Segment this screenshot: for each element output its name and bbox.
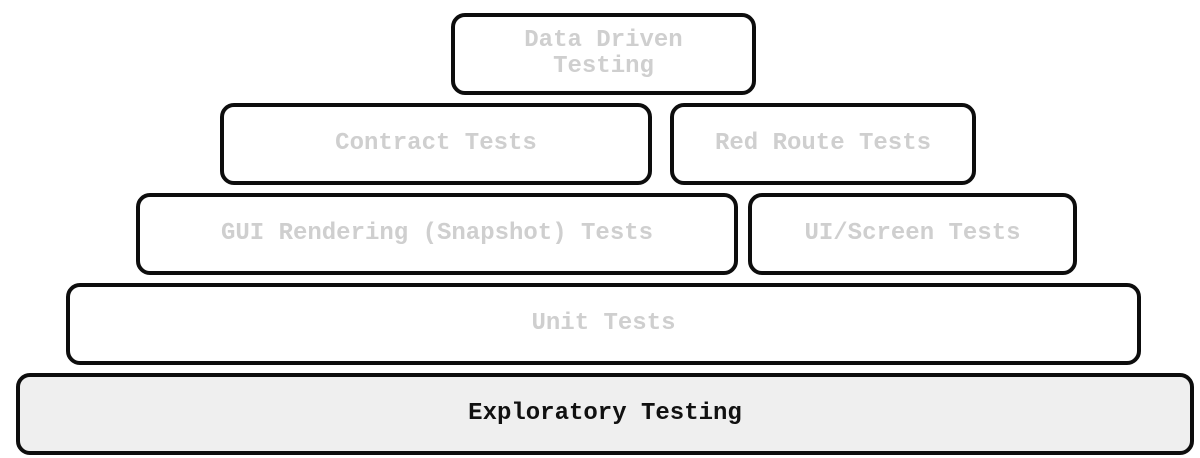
contract-tests-block: Contract Tests bbox=[220, 103, 652, 185]
gui-rendering-snapshot-tests-block: GUI Rendering (Snapshot) Tests bbox=[136, 193, 738, 275]
data-driven-testing-block: Data Driven Testing bbox=[451, 13, 756, 95]
red-route-tests-block: Red Route Tests bbox=[670, 103, 976, 185]
exploratory-testing-block: Exploratory Testing bbox=[16, 373, 1194, 455]
unit-tests-block: Unit Tests bbox=[66, 283, 1141, 365]
ui-screen-tests-block: UI/Screen Tests bbox=[748, 193, 1077, 275]
